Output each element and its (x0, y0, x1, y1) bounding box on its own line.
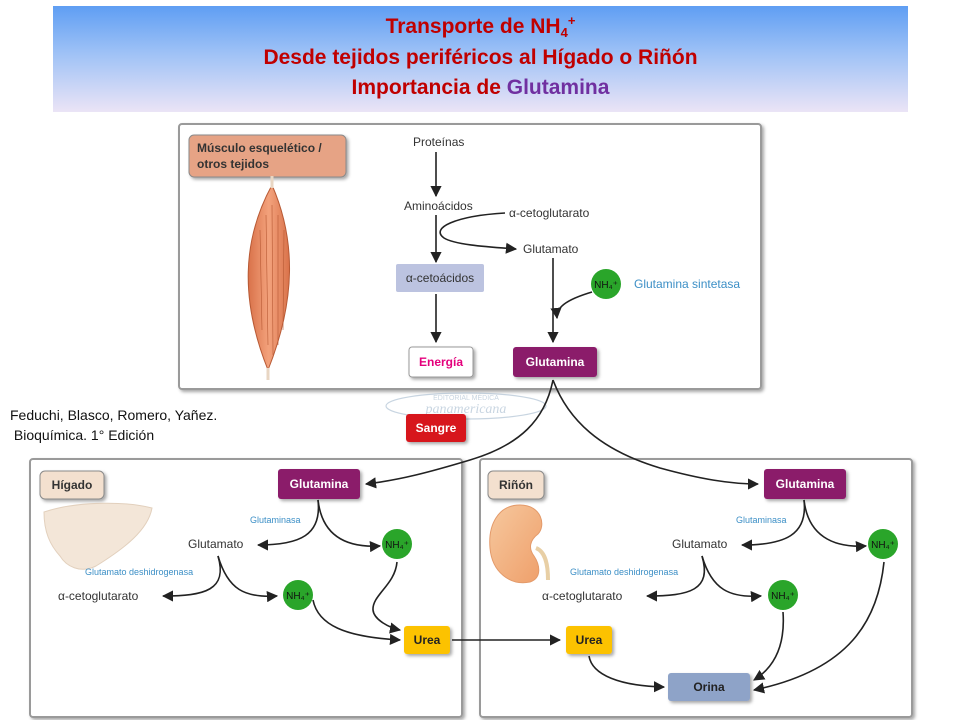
arrow-liver-nh4a-urea (372, 561, 402, 634)
muscle-tag (188, 134, 347, 178)
liver-glutamato: Glutamato (188, 537, 244, 551)
liver-tag (39, 470, 105, 500)
muscle-glutamato: Glutamato (523, 242, 579, 256)
glutamina-muscle-box (513, 347, 597, 377)
urea-liver-box (404, 626, 450, 654)
kidney-ketoglutarato: α-cetoglutarato (542, 589, 623, 603)
title-highlight: Glutamina (506, 76, 610, 99)
liver-tag-label: Hígado (52, 478, 93, 492)
glutamina-kidney-label: Glutamina (776, 477, 835, 491)
kidney-glutamato: Glutamato (672, 537, 728, 551)
nh4-kidney-a (868, 529, 898, 559)
liver-ketoglutarato: α-cetoglutarato (58, 589, 139, 603)
glutamina-liver-box (278, 469, 360, 499)
cetoacidos-box (396, 264, 484, 292)
glutamina-liver-label: Glutamina (290, 477, 349, 491)
energia-box (408, 346, 474, 378)
arrow-nh4a-orina (752, 561, 885, 694)
arrow-blood-to-liver (364, 379, 554, 489)
muscle-panel (178, 123, 762, 390)
kidney-tag (487, 470, 545, 500)
arrow-nh4b-orina (753, 611, 785, 681)
orina-label: Orina (693, 680, 725, 694)
arrow-kidney-gdh-right (701, 555, 763, 603)
muscle-tag-line-2: otros tejidos (197, 157, 269, 171)
muscle-icon (247, 176, 290, 380)
arrow-transamination (439, 212, 518, 254)
glutamina-muscle-label: Glutamina (526, 355, 585, 369)
muscle-tag-line-1: Músculo esquelético / (197, 141, 322, 155)
watermark-bottom: panamericana (425, 402, 507, 417)
sangre-box (406, 414, 466, 442)
liver-gdh: Glutamato deshidrogenasa (85, 567, 193, 577)
urea-liver-label: Urea (414, 633, 441, 647)
orina-box (668, 673, 750, 701)
glutamina-kidney-box (764, 469, 846, 499)
cetoacidos-label: α-cetoácidos (406, 271, 474, 285)
muscle-aminoacidos: Aminoácidos (404, 199, 473, 213)
kidney-icon (489, 504, 550, 584)
nh4-kidney-a-label: NH₄⁺ (871, 540, 895, 551)
muscle-proteinas: Proteínas (413, 135, 464, 149)
arrow-kidney-glutaminasa-right (803, 499, 868, 553)
nh4-kidney-b-label: NH₄⁺ (771, 591, 795, 602)
sangre-label: Sangre (416, 421, 457, 435)
title-line-3: Importancia de Glutamina (351, 76, 610, 99)
liver-glutaminasa: Glutaminasa (250, 515, 301, 525)
arrow-liver-nh4b-urea (312, 599, 402, 646)
energia-label: Energía (419, 355, 463, 369)
nh4-kidney-b (768, 580, 798, 610)
arrow-kidney-glutaminasa-left (740, 499, 806, 551)
urea-kidney-label: Urea (576, 633, 603, 647)
citation-line-1: Feduchi, Blasco, Romero, Yañez. (10, 407, 218, 423)
muscle-enzyme: Glutamina sintetasa (634, 277, 740, 291)
nh4-liver-b-label: NH₄⁺ (286, 591, 310, 602)
nh4-liver-a (382, 529, 412, 559)
arrow-liver-gdh-right (217, 555, 279, 603)
watermark-top: EDITORIAL MÉDICA (433, 393, 499, 402)
arrow-blood-to-kidney (552, 379, 760, 490)
kidney-gdh: Glutamato deshidrogenasa (570, 567, 678, 577)
title-line-1: Transporte de NH4+ (385, 13, 576, 40)
arrow-liver-glutaminasa-right (317, 499, 382, 553)
arrow-nh4-glutamina (550, 291, 593, 320)
nh4-liver-a-label: NH₄⁺ (385, 540, 409, 551)
kidney-tag-label: Riñón (499, 478, 533, 492)
nh4-liver-b (283, 580, 313, 610)
urea-kidney-box (566, 626, 612, 654)
nh4-muscle (591, 269, 621, 299)
title-line-2: Desde tejidos periféricos al Hígado o Ri… (263, 46, 698, 69)
arrow-liver-glutaminasa-left (256, 499, 320, 551)
liver-icon (43, 502, 153, 570)
citation: Feduchi, Blasco, Romero, Yañez. Bioquími… (10, 405, 217, 445)
kidney-glutaminasa: Glutaminasa (736, 515, 787, 525)
nh4-muscle-label: NH₄⁺ (594, 280, 618, 291)
arrow-kidney-gdh-left (645, 555, 706, 602)
arrow-liver-gdh-left (161, 555, 222, 602)
arrow-urea-orina (588, 655, 666, 693)
muscle-ketoglutarato: α-cetoglutarato (509, 206, 590, 220)
citation-line-2: Bioquímica. 1° Edición (10, 427, 155, 443)
title-banner: Transporte de NH4+ Desde tejidos perifér… (53, 6, 908, 112)
